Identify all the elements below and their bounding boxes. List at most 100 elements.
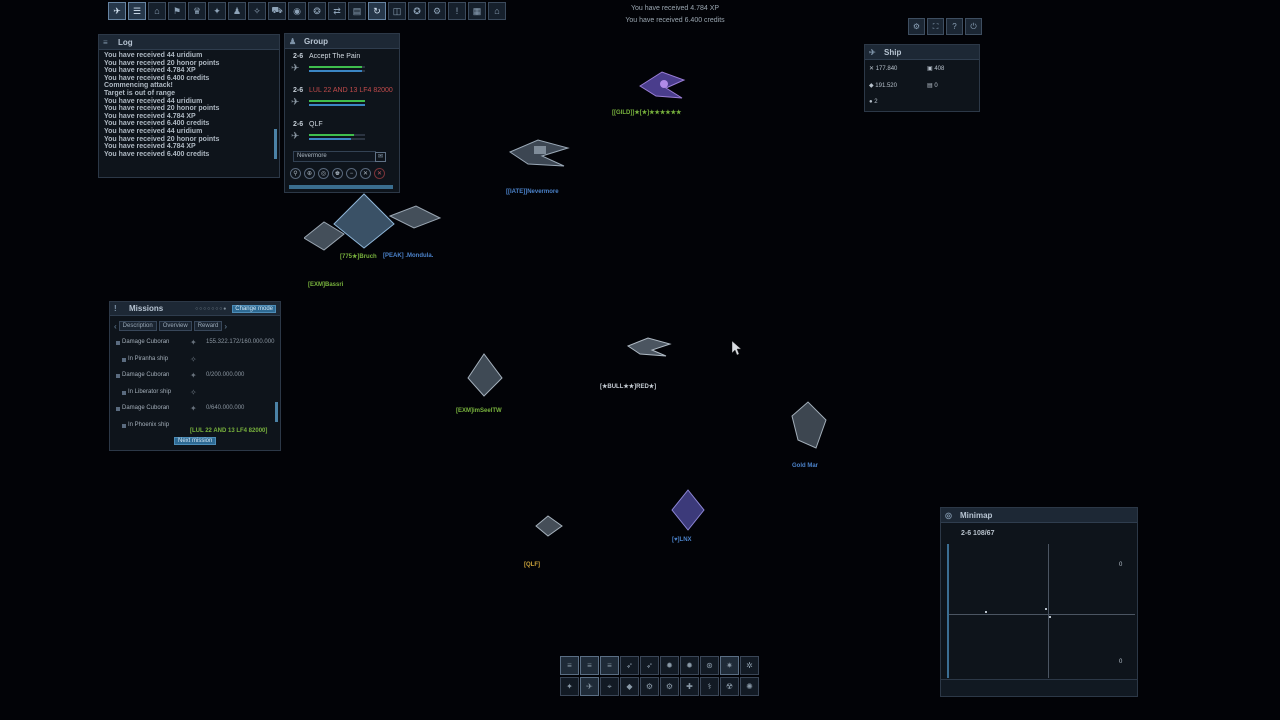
tech-icon[interactable]: ⚙ xyxy=(660,677,679,696)
ally-ship-icon[interactable] xyxy=(460,350,510,400)
hangar-ship-icon[interactable]: ⌂ xyxy=(488,2,506,20)
emp-icon[interactable]: ⊛ xyxy=(700,656,719,675)
tab-reward[interactable]: Reward xyxy=(193,321,223,331)
assembly-icon[interactable]: ⚙ xyxy=(428,2,446,20)
member-ship-icon: ✈ xyxy=(291,63,300,74)
clan-icon[interactable]: ⚑ xyxy=(168,2,186,20)
next-mission-button[interactable]: Next mission xyxy=(174,437,217,445)
member-shield-fill xyxy=(309,104,365,106)
user-icon[interactable]: ♟ xyxy=(228,2,246,20)
ranking-icon[interactable]: ▤ xyxy=(348,2,366,20)
shop-icon[interactable]: ⛟ xyxy=(268,2,286,20)
enemy-ship-icon[interactable] xyxy=(534,514,564,538)
laser-icon[interactable]: ≡ xyxy=(560,656,579,675)
booster-icon[interactable]: ◉ xyxy=(288,2,306,20)
minus-icon[interactable]: − xyxy=(346,168,357,179)
ally-ship-icon[interactable] xyxy=(668,488,708,532)
kick-icon[interactable]: ✕ xyxy=(360,168,371,179)
tab-description[interactable]: Description xyxy=(118,321,157,331)
notification-xp: You have received 4.784 XP xyxy=(630,5,720,12)
smb-icon[interactable]: ✷ xyxy=(720,656,739,675)
tab-overview[interactable]: Overview xyxy=(158,321,192,331)
achievement-icon[interactable]: ✪ xyxy=(408,2,426,20)
log-line: You have received 20 honor points xyxy=(104,105,220,113)
laser-icon[interactable]: ≡ xyxy=(600,656,619,675)
ability-icon[interactable]: ✚ xyxy=(680,677,699,696)
ship-nametag: Gold Mar xyxy=(792,463,819,469)
skill-icon[interactable]: ✦ xyxy=(208,2,226,20)
log-scrollbar[interactable] xyxy=(274,129,277,159)
hangar-icon[interactable]: ⌂ xyxy=(148,2,166,20)
ally-ship-icon[interactable] xyxy=(786,400,832,452)
mission-row: Damage Cuboran ✦ 0/640.000.000 xyxy=(110,403,280,420)
calendar-icon[interactable]: ▦ xyxy=(468,2,486,20)
pet-icon[interactable]: ◆ xyxy=(620,677,639,696)
player-ship-icon[interactable] xyxy=(508,130,572,174)
ability-icon[interactable]: ✺ xyxy=(740,677,759,696)
laser-icon[interactable]: ≡ xyxy=(580,656,599,675)
invite-send-icon[interactable]: ✉ xyxy=(375,152,386,162)
info-icon[interactable]: ! xyxy=(448,2,466,20)
drone-icon[interactable]: ⌖ xyxy=(600,677,619,696)
ally-ship-group-icon[interactable] xyxy=(304,188,444,258)
ship-nametag: [QLF] xyxy=(524,562,540,568)
mouse-cursor-icon xyxy=(732,341,742,355)
logout-icon[interactable]: ⏻ xyxy=(965,18,982,35)
group-member[interactable]: 2-6 QLF ✈ xyxy=(285,117,399,151)
member-hp-fill xyxy=(309,134,354,136)
pet-icon[interactable]: ◫ xyxy=(388,2,406,20)
refresh-icon[interactable]: ↻ xyxy=(368,2,386,20)
missions-header[interactable]: ! Missions ○○○○○○○● Change mode xyxy=(110,302,280,316)
fullscreen-icon[interactable]: ⛶ xyxy=(927,18,944,35)
target-icon[interactable]: ◎ xyxy=(318,168,329,179)
settings-icon[interactable]: ⚙ xyxy=(908,18,925,35)
formation-icon[interactable]: ✦ xyxy=(560,677,579,696)
chat-icon[interactable]: ⇄ xyxy=(328,2,346,20)
mine-icon[interactable]: ✹ xyxy=(680,656,699,675)
follow-icon[interactable]: ⊕ xyxy=(304,168,315,179)
group-member[interactable]: 2-6 LUL 22 AND 13 LF4 82000 ✈ xyxy=(285,83,399,117)
missions-icon: ! xyxy=(114,304,117,313)
enemy-ship-icon[interactable] xyxy=(636,66,688,104)
menu-icon[interactable]: ☰ xyxy=(128,2,146,20)
missions-title: Missions xyxy=(129,304,164,313)
ship-nametag: [♥]LNX xyxy=(672,537,692,543)
ship-icon[interactable]: ✈ xyxy=(580,677,599,696)
group-member[interactable]: 2-6 Accept The Pain ✈ xyxy=(285,49,399,83)
chevron-left-icon[interactable]: ‹ xyxy=(114,321,117,331)
missions-scrollbar[interactable] xyxy=(275,402,278,422)
ability-icon[interactable]: ⚕ xyxy=(700,677,719,696)
tech-icon[interactable]: ⚙ xyxy=(640,677,659,696)
galaxy-icon[interactable]: ✧ xyxy=(248,2,266,20)
trophy-icon[interactable]: ♛ xyxy=(188,2,206,20)
hero-ship-icon[interactable] xyxy=(626,332,672,360)
ship-stat: ▣ 408 xyxy=(927,65,944,72)
help-icon[interactable]: ? xyxy=(946,18,963,35)
mine-icon[interactable]: ✹ xyxy=(660,656,679,675)
quest-icon[interactable]: ❂ xyxy=(308,2,326,20)
member-ship-icon: ✈ xyxy=(291,131,300,142)
mission-label: In Liberator ship xyxy=(128,388,172,395)
ship-menu-icon[interactable]: ✈ xyxy=(108,2,126,20)
rocket-icon[interactable]: ➶ xyxy=(620,656,639,675)
ping-icon[interactable]: ⚲ xyxy=(290,168,301,179)
rocket-icon[interactable]: ➶ xyxy=(640,656,659,675)
map-coordinates: 2-6 108/67 xyxy=(961,530,995,537)
log-header[interactable]: ≡ Log xyxy=(99,35,279,50)
chevron-right-icon[interactable]: › xyxy=(224,321,228,331)
group-header[interactable]: ♟ Group xyxy=(285,34,399,49)
isha-icon[interactable]: ✲ xyxy=(740,656,759,675)
log-lines: You have received 44 uridium You have re… xyxy=(99,50,279,158)
log-line: You have received 4.784 XP xyxy=(104,112,196,120)
minimap-header[interactable]: ◎ Minimap xyxy=(941,508,1137,523)
minimap-area[interactable] xyxy=(947,544,1137,678)
minimap-panel: ◎ Minimap 2-6 108/67 0 0 xyxy=(940,507,1138,697)
leader-icon[interactable]: ♚ xyxy=(332,168,343,179)
ship-stat: ✕ 177.840 xyxy=(869,65,897,72)
change-mode-button[interactable]: Change mode xyxy=(232,304,276,313)
ship-header[interactable]: ✈ Ship xyxy=(865,45,979,60)
log-line: You have received 44 uridium xyxy=(104,97,203,105)
invite-input[interactable]: Nevermore xyxy=(293,151,376,162)
leave-group-icon[interactable]: ✕ xyxy=(374,168,385,179)
ability-icon[interactable]: ☢ xyxy=(720,677,739,696)
